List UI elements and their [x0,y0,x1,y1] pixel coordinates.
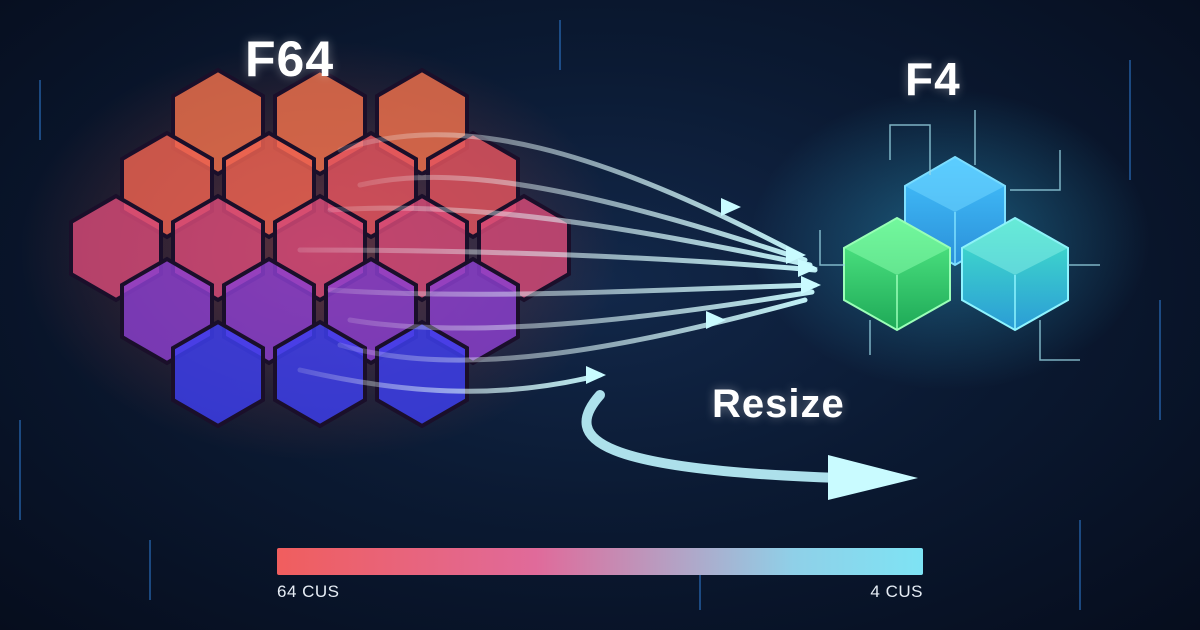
capacity-to-label: 4 CUS [870,582,923,601]
flow-arrow [327,282,818,297]
flow-arrow [337,297,808,363]
flow-arrowhead [721,198,741,216]
capacity-from-label: 64 CUS [277,582,340,601]
flow-arrow [297,367,603,394]
flow-arrowhead [801,276,821,294]
flow-arrowhead [786,246,806,264]
target-cube-cluster [819,110,1100,361]
capacity-gradient-bar [277,548,923,575]
source-sku-title: F64 [245,31,335,87]
flow-arrowhead [798,259,818,277]
hex-cell [375,319,469,429]
target-sku-title: F4 [905,53,961,105]
flow-arrow [357,174,808,263]
target-cube-left [843,216,951,332]
background-streaks [19,20,1161,610]
flow-arrow [327,205,813,268]
resize-arrow [581,390,918,500]
flow-arrow [337,132,803,258]
flow-arrowhead [706,311,726,329]
flow-arrow [297,247,818,273]
flow-arrows [297,132,821,394]
hex-cell [171,319,265,429]
resize-label: Resize [712,382,845,426]
flow-arrow [347,289,815,331]
target-cube-right [961,216,1069,332]
flow-arrowhead [586,366,606,384]
